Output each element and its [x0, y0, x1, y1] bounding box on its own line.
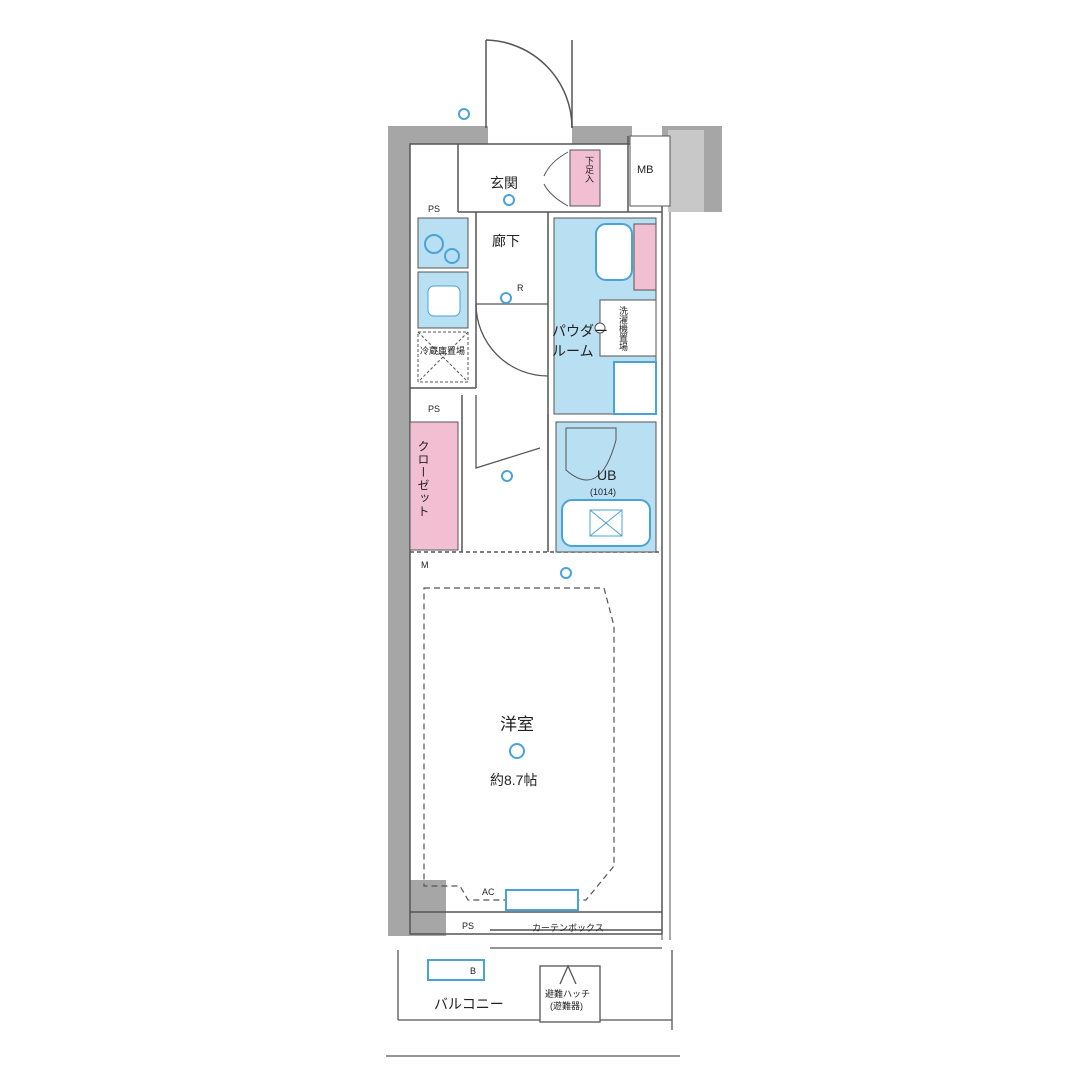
- toilet: [595, 223, 633, 281]
- outlet-bath: [560, 567, 572, 579]
- washer-box: [599, 299, 657, 357]
- door-swing: [485, 39, 573, 129]
- air-conditioner: [505, 889, 579, 911]
- hall-door-swing: [475, 303, 549, 377]
- ps-top-label: PS: [428, 204, 441, 214]
- shoe-box: [569, 149, 601, 207]
- top-wall-right: [572, 126, 632, 144]
- meter-box: [629, 135, 671, 207]
- hallway-label: 廊下: [492, 233, 520, 249]
- sink-basin: [427, 285, 461, 317]
- bath-door: [475, 395, 549, 470]
- closet-box: [409, 421, 459, 551]
- powder-light: [594, 322, 606, 334]
- bottom-left-wall: [410, 880, 446, 936]
- escape-hatch-note: (遊難器): [550, 1001, 583, 1011]
- shoe-box-doors: [543, 151, 569, 207]
- marker-b-label: B: [470, 966, 477, 976]
- curtain-box-label: カーテンボックス: [532, 923, 604, 933]
- mb-wall-right: [704, 126, 722, 212]
- vanity: [613, 361, 657, 415]
- western-room-label: 洋室: [500, 715, 534, 734]
- unit-bath-label: UB: [597, 467, 617, 483]
- escape-hatch-box: [539, 965, 601, 1023]
- top-wall-left: [388, 126, 488, 144]
- bath-washbasin: [565, 427, 617, 481]
- light-western-room: [509, 743, 525, 759]
- powder-room: [553, 217, 657, 415]
- closet-door: [475, 395, 541, 469]
- entrance-label: 玄関: [490, 175, 518, 191]
- light-entrance: [503, 194, 515, 206]
- escape-hatch-arrow: [559, 964, 577, 985]
- unit-bath-size-label: (1014): [590, 487, 617, 497]
- marker-m-label: M: [421, 560, 429, 570]
- left-wall: [388, 126, 410, 936]
- outlet-entry: [458, 108, 470, 120]
- light-hallway: [500, 292, 512, 304]
- shoe-door-2: [543, 183, 569, 207]
- meter-box-label: MB: [637, 164, 654, 176]
- tub-drain: [589, 509, 623, 537]
- kitchen: [417, 217, 469, 383]
- powder-room-label-2: ルーム: [552, 343, 594, 359]
- right-hatch-wall: [661, 212, 671, 940]
- fridge-space-label: 冷蔵庫置場: [420, 346, 466, 356]
- powder-room-label-1: パウダー: [552, 323, 608, 339]
- shoe-door-1: [543, 151, 569, 177]
- burner-1: [424, 234, 444, 254]
- mb-shade: [668, 130, 704, 212]
- balcony-label: バルコニー: [434, 996, 504, 1012]
- escape-hatch-label: 避難ハッチ: [545, 989, 591, 999]
- toilet-shelf: [633, 223, 657, 291]
- walls: [388, 126, 722, 936]
- light-corridor: [501, 470, 513, 482]
- ceiling-lights: [458, 108, 572, 759]
- shoe-box-label: 下足入: [584, 156, 594, 183]
- western-room-size-label: 約8.7帖: [490, 772, 538, 788]
- entrance-door: [485, 39, 573, 129]
- ps-bottom-label: PS: [462, 921, 475, 931]
- closet-label: クローゼット: [416, 440, 430, 518]
- ps-middle-label: PS: [428, 404, 441, 414]
- marker-r-label: R: [517, 283, 524, 293]
- tub-cross-2: [589, 509, 623, 537]
- washer-space-label: 洗濯機置場: [618, 306, 628, 351]
- marker-ac-label: AC: [482, 887, 495, 897]
- unit-bath: [555, 421, 657, 553]
- hallway-door: [475, 303, 549, 377]
- fridge-cross-2: [417, 331, 469, 383]
- burner-2: [444, 248, 460, 264]
- outdoor-unit: [427, 959, 485, 981]
- western-room-outline: [423, 587, 615, 901]
- balcony: [386, 947, 680, 1057]
